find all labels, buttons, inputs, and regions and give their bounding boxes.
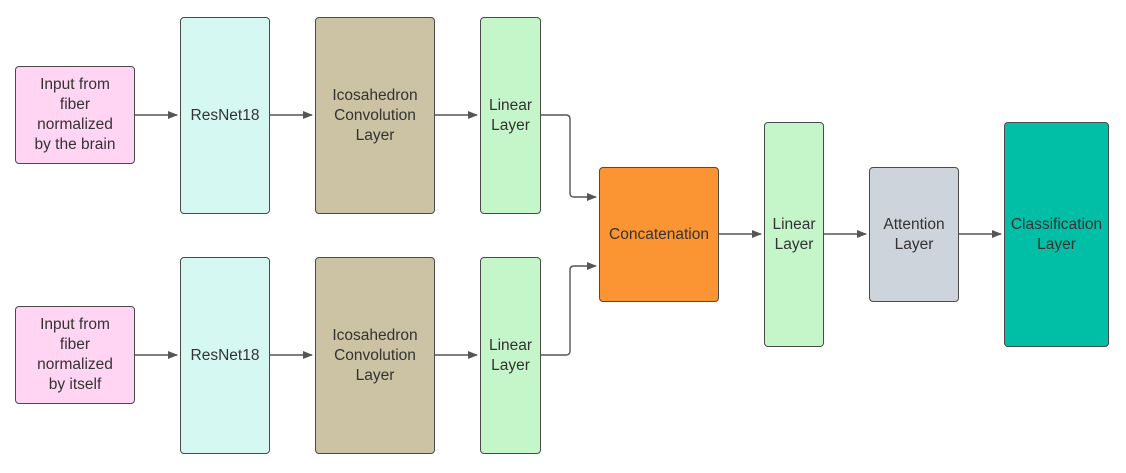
resnet-top-label: ResNet18 [190,106,260,124]
input-brain-label: Input from fiber normalized by the brain [34,76,116,153]
edge-linear-bottom-to-concatenation [541,262,597,356]
icosa-bottom-label: Icosahedron Convolution Layer [332,326,418,384]
input-self-node: Input from fiber normalized by itself [15,306,135,404]
classification-label: Classification Layer [1010,215,1103,253]
resnet-bottom-node: ResNet18 [180,257,270,454]
resnet-bottom-label: ResNet18 [190,346,260,364]
input-brain-node: Input from fiber normalized by the brain [15,66,135,164]
edge-linear-top-to-concatenation [541,114,597,201]
linear-merged-label: Linear Layer [772,215,816,253]
resnet-top-node: ResNet18 [180,17,270,214]
input-self-label: Input from fiber normalized by itself [37,316,113,393]
concatenation-node: Concatenation [599,167,719,302]
linear-merged-node: Linear Layer [764,122,824,347]
linear-top-node: Linear Layer [480,17,541,214]
attention-label: Attention Layer [883,215,945,253]
classification-node: Classification Layer [1004,122,1109,347]
linear-top-label: Linear Layer [488,96,533,134]
linear-bottom-node: Linear Layer [480,257,541,454]
concatenation-label: Concatenation [609,225,709,243]
icosa-bottom-node: Icosahedron Convolution Layer [315,257,435,454]
attention-node: Attention Layer [869,167,959,302]
linear-bottom-label: Linear Layer [488,336,533,374]
icosa-top-node: Icosahedron Convolution Layer [315,17,435,214]
icosa-top-label: Icosahedron Convolution Layer [332,86,418,144]
